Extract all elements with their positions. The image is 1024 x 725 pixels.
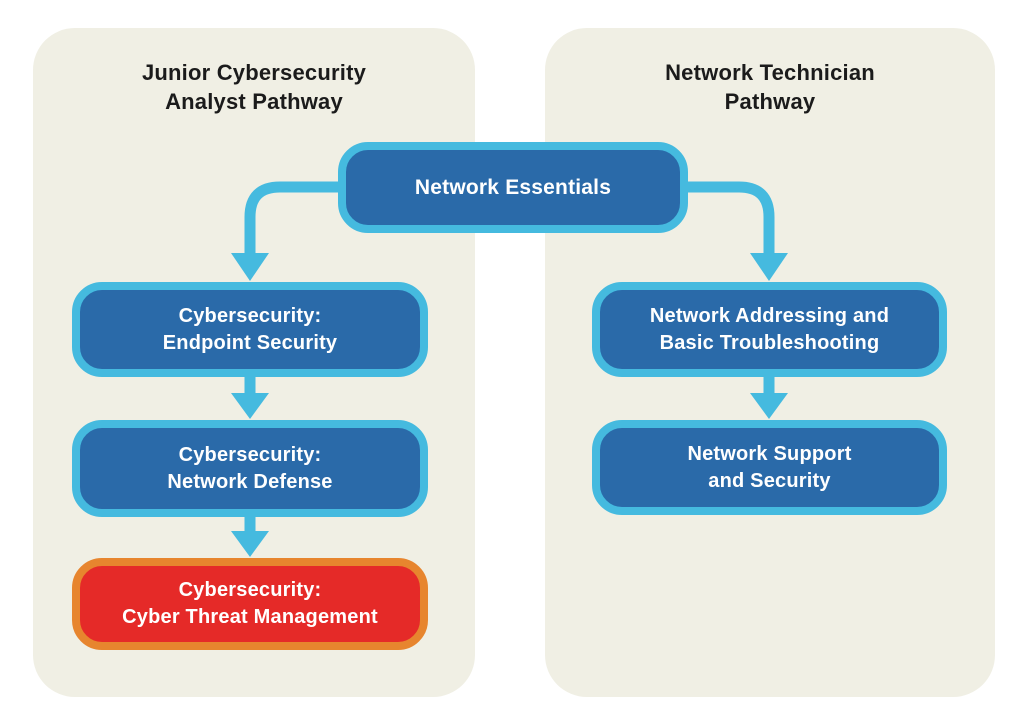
node-network-addressing-basic-troubleshooting: Network Addressing and Basic Troubleshoo… — [592, 282, 947, 377]
pathway-title-network-technician: Network Technician Pathway — [665, 60, 875, 114]
node-network-essentials: Network Essentials — [338, 142, 688, 233]
node-cybersecurity-endpoint-security: Cybersecurity: Endpoint Security — [72, 282, 428, 377]
node-cybersecurity-cyber-threat-management: Cybersecurity: Cyber Threat Management — [72, 558, 428, 650]
pathway-title-junior-cybersecurity: Junior Cybersecurity Analyst Pathway — [141, 60, 367, 114]
node-cybersecurity-network-defense: Cybersecurity: Network Defense — [72, 420, 428, 517]
node-network-support-and-security: Network Support and Security — [592, 420, 947, 515]
